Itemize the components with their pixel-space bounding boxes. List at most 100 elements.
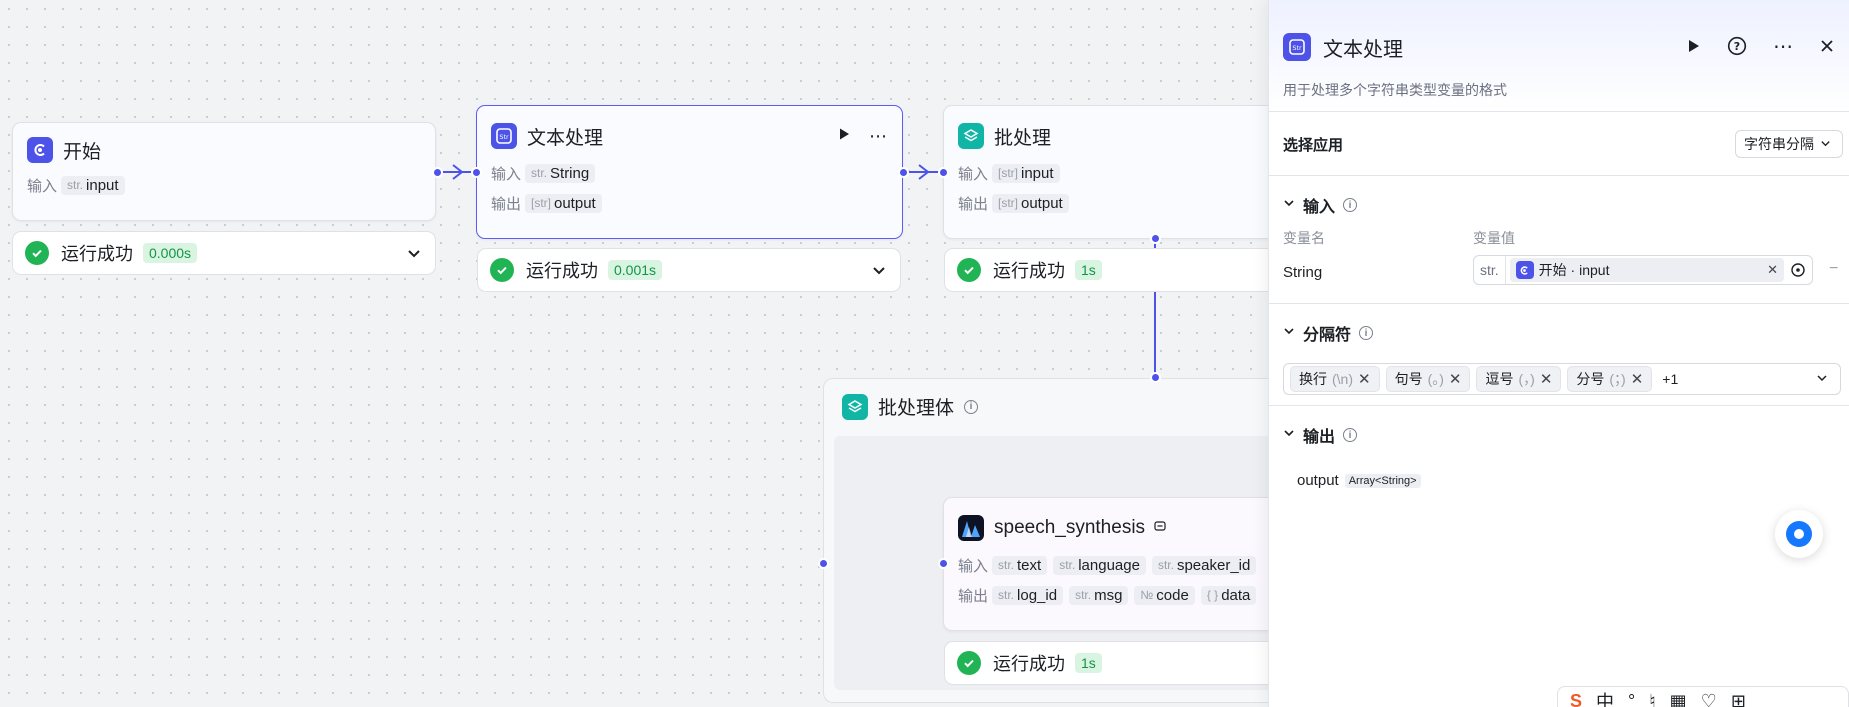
- separator-section: 分隔符 i 换行(\n)✕ 句号(。)✕ 逗号(，)✕ 分号(；)✕ +1: [1269, 304, 1849, 406]
- separator-chip[interactable]: 句号(。)✕: [1385, 366, 1471, 392]
- output-tag: [str]output: [525, 193, 602, 213]
- start-node[interactable]: 开始 输入 str.input: [12, 122, 436, 221]
- var-value-field[interactable]: str. 开始 · input ✕: [1473, 255, 1813, 285]
- separator-chip[interactable]: 换行(\n)✕: [1290, 366, 1380, 392]
- section-title-text: 输入: [1303, 199, 1336, 216]
- separator-chip[interactable]: 分号(；)✕: [1567, 366, 1653, 392]
- speech-synthesis-node[interactable]: speech_synthesis 输入 str.text str.languag…: [943, 497, 1303, 631]
- batch-body-port[interactable]: [1150, 233, 1161, 244]
- check-circle-icon: [25, 241, 49, 265]
- punctuation-icon[interactable]: °: [1628, 690, 1636, 707]
- layers-icon: [958, 123, 984, 149]
- status-time-badge: 0.001s: [608, 260, 663, 280]
- batch-body-top-port[interactable]: [1150, 372, 1161, 383]
- section-title-text: 分隔符: [1303, 327, 1352, 344]
- input-label: 输入: [27, 177, 58, 195]
- speech-input-port[interactable]: [938, 558, 949, 569]
- sogou-logo-icon: S: [1570, 690, 1583, 707]
- batch-body-left-port[interactable]: [818, 558, 829, 569]
- output-tag: { }data: [1200, 585, 1257, 605]
- batch-input-port[interactable]: [938, 167, 949, 178]
- input-label: 输入: [958, 165, 989, 183]
- info-icon[interactable]: i: [1359, 326, 1374, 340]
- chevron-down-icon: [1820, 136, 1831, 152]
- info-icon[interactable]: i: [964, 399, 979, 414]
- toolbox-icon[interactable]: ⊞: [1730, 690, 1746, 707]
- svg-text:Str: Str: [499, 133, 509, 141]
- info-icon[interactable]: i: [1343, 428, 1358, 442]
- help-icon[interactable]: ?: [1725, 34, 1749, 58]
- close-icon: ✕: [1358, 371, 1371, 388]
- plugin-icon: [1153, 519, 1167, 538]
- panel-description: 用于处理多个字符串类型变量的格式: [1283, 82, 1507, 98]
- run-icon[interactable]: [1681, 34, 1705, 58]
- chevron-down-icon[interactable]: [407, 246, 421, 265]
- start-output-port[interactable]: [432, 167, 443, 178]
- separator-chip[interactable]: 逗号(，)✕: [1476, 366, 1562, 392]
- waveform-icon: [958, 515, 984, 541]
- batch-status-bar[interactable]: 运行成功 1s: [944, 248, 1304, 292]
- mic-icon[interactable]: ♮: [1649, 690, 1656, 707]
- ime-mode[interactable]: 中: [1596, 692, 1615, 707]
- speech-node-title: speech_synthesis: [994, 517, 1146, 538]
- info-icon[interactable]: i: [1343, 198, 1358, 212]
- batch-node[interactable]: 批处理 输入 [str]input 输出 [str]output: [943, 105, 1303, 239]
- chevron-down-icon: [1283, 196, 1295, 214]
- svg-text:?: ?: [1734, 40, 1740, 53]
- input-section-title[interactable]: 输入 i: [1283, 193, 1358, 217]
- input-tag: [str]input: [992, 163, 1060, 183]
- panel-title: 文本处理: [1323, 39, 1403, 61]
- close-icon[interactable]: [1815, 34, 1839, 58]
- output-label: 输出: [958, 195, 989, 213]
- close-icon: ✕: [1448, 371, 1462, 388]
- text-input-port[interactable]: [471, 167, 482, 178]
- batch-node-input-row: 输入 [str]input: [944, 161, 1302, 185]
- panel-header: Str 文本处理 ? ⋯ 用于处理多个字符串类型变量的格式: [1269, 0, 1849, 112]
- start-icon: [1515, 261, 1534, 279]
- output-section-title[interactable]: 输出 i: [1283, 423, 1358, 447]
- app-select-dropdown[interactable]: 字符串分隔: [1735, 130, 1843, 158]
- keyboard-icon[interactable]: ▦: [1669, 690, 1687, 707]
- text-status-bar[interactable]: 运行成功 0.001s: [477, 248, 901, 292]
- input-label: 输入: [491, 165, 522, 183]
- separator-section-title[interactable]: 分隔符 i: [1283, 321, 1374, 345]
- text-node-title: 文本处理: [527, 127, 604, 149]
- var-ref-chip: 开始 · input ✕: [1509, 258, 1784, 282]
- more-icon[interactable]: ⋯: [869, 125, 888, 146]
- batch-body-header: 批处理体 i: [842, 393, 979, 420]
- text-output-port[interactable]: [898, 167, 909, 178]
- status-time-badge: 1s: [1075, 260, 1102, 280]
- output-type-tag: Array<String>: [1344, 473, 1421, 488]
- target-icon[interactable]: [1784, 262, 1812, 278]
- batch-node-title: 批处理: [994, 127, 1052, 149]
- var-ref-text: 开始 · input: [1538, 262, 1610, 278]
- floating-chat-button[interactable]: [1775, 510, 1823, 558]
- start-icon: [27, 137, 53, 163]
- more-count: +1: [1662, 371, 1679, 387]
- layers-icon: [842, 393, 868, 420]
- separator-multiselect[interactable]: 换行(\n)✕ 句号(。)✕ 逗号(，)✕ 分号(；)✕ +1: [1283, 363, 1841, 395]
- chevron-down-icon: [1816, 371, 1828, 387]
- skin-icon[interactable]: ♡: [1700, 690, 1717, 707]
- text-node-header: Str 文本处理 ⋯: [477, 119, 902, 153]
- status-time-badge: 0.000s: [143, 243, 198, 263]
- chevron-down-icon[interactable]: [872, 263, 886, 282]
- app-select-section: 选择应用 字符串分隔: [1269, 112, 1849, 176]
- remove-var-icon[interactable]: −: [1829, 260, 1839, 277]
- speech-status-bar[interactable]: 运行成功 1s: [944, 641, 1304, 685]
- chevron-down-icon: [1283, 426, 1295, 444]
- text-node-input-row: 输入 str.String: [477, 161, 902, 185]
- clear-icon[interactable]: ✕: [1767, 262, 1778, 277]
- start-status-bar[interactable]: 运行成功 0.000s: [12, 231, 436, 275]
- input-label: 输入: [958, 557, 989, 575]
- check-circle-icon: [957, 258, 981, 282]
- text-process-node[interactable]: Str 文本处理 ⋯ 输入 str.String 输出 [str]output: [476, 105, 903, 239]
- input-tag: str.language: [1053, 555, 1146, 575]
- check-circle-icon: [490, 258, 514, 282]
- run-icon[interactable]: [837, 127, 851, 146]
- ime-toolbar[interactable]: S 中 ° ♮ ▦ ♡ ⊞: [1557, 686, 1849, 707]
- col-header-name: 变量名: [1283, 230, 1325, 246]
- more-icon[interactable]: ⋯: [1773, 35, 1793, 58]
- batch-node-header: 批处理: [944, 119, 1302, 153]
- var-name: String: [1283, 264, 1323, 281]
